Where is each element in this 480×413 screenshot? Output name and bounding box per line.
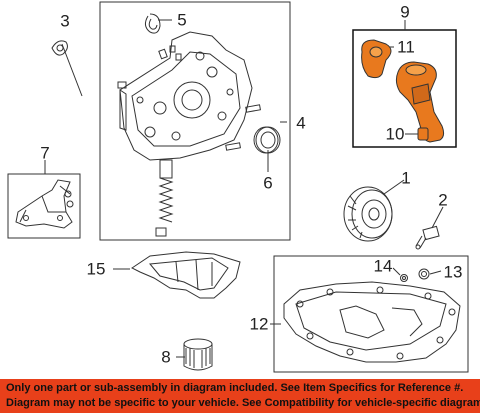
oil-pump-body (117, 31, 261, 161)
o-ring (144, 13, 161, 34)
drain-bolt (400, 274, 408, 282)
callout-14: 14 (373, 256, 393, 276)
oil-pan (283, 281, 461, 363)
callout-1: 1 (401, 168, 411, 188)
mount-bracket (15, 179, 74, 229)
oil-pressure-sensor (415, 225, 440, 250)
callout-2: 2 (438, 190, 448, 210)
front-seal (253, 126, 281, 154)
oil-filter (183, 338, 213, 371)
callout-5: 5 (177, 10, 187, 30)
callout-8: 8 (161, 347, 171, 367)
strainer-gasket (361, 39, 392, 79)
crank-pulley (343, 186, 393, 242)
oil-pan-frame (273, 255, 469, 373)
bracket-frame (7, 173, 81, 239)
callout-4: 4 (296, 113, 306, 133)
disclaimer-line-1: Only one part or sub-assembly in diagram… (6, 382, 464, 394)
callout-15: 15 (86, 259, 106, 279)
oil-dipstick (51, 40, 83, 97)
oil-baffle (131, 251, 241, 299)
drain-washer (418, 268, 430, 280)
callout-6: 6 (263, 173, 273, 193)
oil-pump-frame (99, 1, 291, 241)
callout-13: 13 (443, 262, 463, 282)
callout-12: 12 (249, 314, 269, 334)
disclaimer-line-2: Diagram may not be specific to your vehi… (6, 397, 480, 409)
callout-3: 3 (60, 11, 70, 31)
callout-11: 11 (397, 37, 415, 57)
callout-10: 10 (385, 124, 405, 144)
parts-diagram (7, 1, 469, 373)
disclaimer-banner: Only one part or sub-assembly in diagram… (0, 379, 480, 413)
relief-plug (155, 227, 167, 237)
callout-7: 7 (40, 143, 50, 163)
strainer-plug (417, 127, 429, 141)
oil-strainer-highlight (361, 39, 445, 143)
relief-spring (158, 159, 174, 223)
callout-9: 9 (400, 2, 410, 22)
